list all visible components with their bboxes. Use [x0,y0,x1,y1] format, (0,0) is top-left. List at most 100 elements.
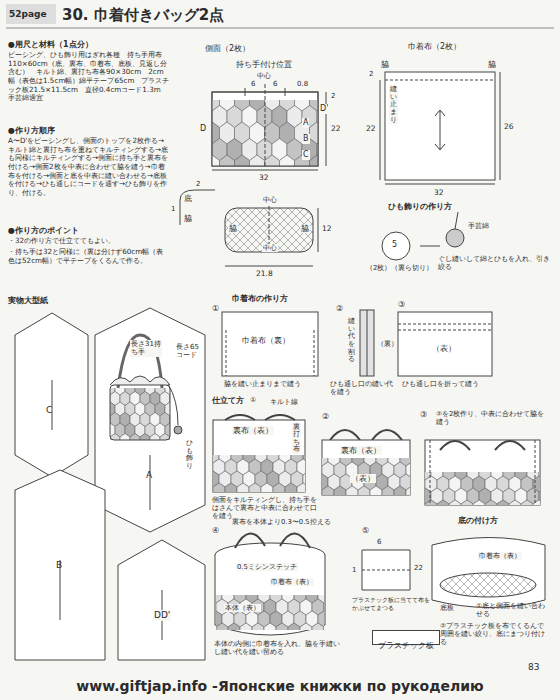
annotation-label: DD' [153,610,171,621]
dimension-line [385,184,495,185]
annotation-label: ④ [212,526,219,536]
hexagon-patch [437,500,449,505]
hexagon-patch [497,500,509,505]
annotation-label: B [302,134,310,144]
annotation-label: （表） [350,474,376,483]
annotation-label: 底板 [440,604,454,612]
section-heading: ●作り方順序 [8,126,168,136]
annotation-label: 2 [330,92,336,100]
hexagon-patch [220,155,235,166]
annotation-label: プラスチック板に当てて布をかぶせてまつる [352,596,432,611]
hexagon-patch [521,500,533,505]
annotation-label: 長さ65コード [176,343,200,360]
hexagon-patch [334,486,346,495]
annotation-label: ① [212,304,219,314]
casing-stitch [398,324,492,330]
annotation-label: A [302,118,309,128]
hexagon-patch [509,500,521,505]
page-tab [6,4,56,24]
cloth-step [222,312,318,376]
box-text: プラスチック板 [378,641,434,650]
hexagon-patch [225,483,237,492]
annotation-label: （表） [432,344,456,353]
grain-arrow [435,110,445,150]
handle-mark [285,88,286,96]
hexagon-patch [485,500,497,505]
annotation-label: 脇 [381,60,389,69]
hexagon-patch [533,500,540,505]
annotation-label: 6 [250,80,256,88]
hexagon-patch [252,623,264,630]
annotation-label: （裏） [377,340,398,348]
section-heading: 52page [9,9,47,20]
hexagon-patch [406,486,410,495]
annotation-label: A [146,470,152,481]
annotation-label: 1 [352,566,356,574]
hexagon-patch [473,500,485,505]
dimension-line [225,266,313,267]
annotation-label: 本体の内側に巾着布を入れ、脇を手縫いし縫い代を縫い留める [214,640,344,656]
hexagon-patch [273,483,285,492]
handle [235,533,310,548]
annotation-label: C [302,150,310,160]
annotation-label: 裏打ち布 [292,424,301,454]
hexagon-patch [140,434,150,441]
annotation-label: 側面をキルティングし、持ち手をはさんで裏布と中表に合わせて口を縫う [212,496,318,520]
annotation-label: 12 [322,224,332,233]
annotation-label: ひも通し口を折って縫う [402,380,502,388]
hexagon-patch [288,623,300,630]
annotation-label: 縫い代を割る [348,318,355,364]
hexagon-patch [130,434,140,441]
annotation-label: ② [322,412,329,422]
annotation-label: 1 [171,205,175,213]
hex-grid [425,472,540,505]
section-heading: www.giftjap.info -Японские книжки по рук… [76,678,483,695]
annotation-label: 裏布（表） [340,446,382,455]
hexagon-patch [449,500,461,505]
dimension-line [212,170,318,171]
annotation-label: 中心 [262,196,278,204]
hex-grid [322,458,410,495]
ornament-ball [446,229,464,247]
hexagon-patch [261,483,273,492]
bottom-piece [440,573,536,597]
hexagon-patch [300,623,312,630]
annotation-label: 巾着布（裏） [242,336,290,345]
annotation-label: ・持ち手は32と同様に（裏は分けず60cm幅（表色は52cm幅）で平テープをくる… [8,248,170,265]
hexagon-patch [312,623,324,630]
grain-arrow [52,380,162,640]
section-heading: ひも飾りの作り方 [388,202,452,212]
stitch-line [430,440,535,505]
hexagon-patch [382,486,394,495]
bag-body [110,385,170,440]
annotation-label: 5 [392,240,397,250]
section-heading: ●用尺と材料（1点分） [8,40,168,50]
ornament-circle [382,232,410,260]
annotation-label: 底 [183,194,193,203]
annotation-label: 本体（表） [224,604,261,612]
handle [330,430,402,440]
annotation-label: 0.5ミシンステッチ [236,563,298,571]
seam-strip [360,310,374,376]
annotation-label: 長さ31持ち手 [130,340,162,357]
seam [367,310,368,376]
annotation-label: 22 [330,124,342,133]
annotation-label: （2枚）（裏ら切り） [366,264,433,272]
annotation-label: 2 [368,70,374,78]
annotation-label: 21.8 [256,269,273,278]
annotation-label: ②を2枚作り、中表に合わせて脇を縫う [436,410,546,426]
section-heading: 底の付け方 [458,516,498,526]
cloth-step [398,312,492,376]
annotation-label: D' [319,104,329,114]
annotation-label: 脇 [488,60,496,69]
annotation-label: 巾着布（2枚） [408,42,461,52]
annotation-label: 縫い止まり [389,86,398,124]
annotation-label: 持ち手付け位置 [236,60,292,69]
handle [440,441,525,450]
annotation-label: 脇 [228,224,238,233]
section-heading: ●作り方のポイント [8,226,168,236]
hexagon-patch [216,623,228,630]
hex-grid [213,455,305,492]
hexagon-patch [265,155,280,166]
